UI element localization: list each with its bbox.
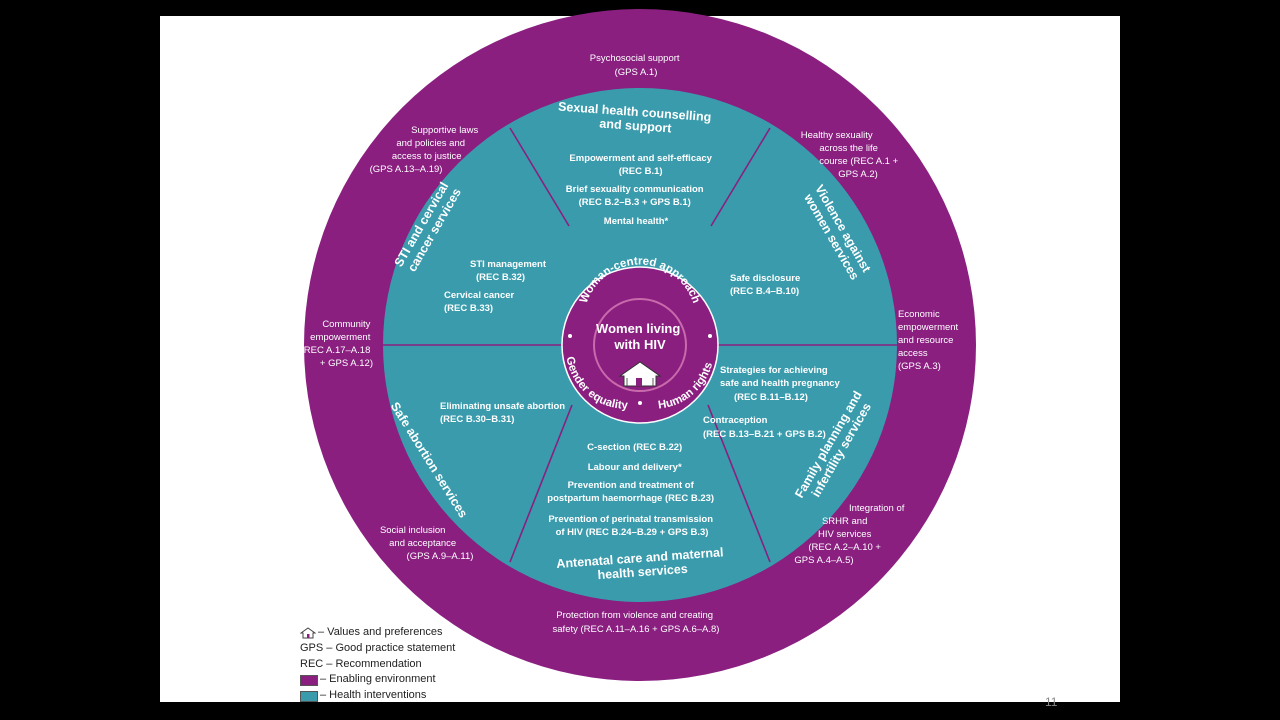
page-number: 11: [1045, 695, 1058, 709]
legend-label-health: – Health interventions: [320, 689, 427, 702]
family-planning-items: Strategies for achieving safe and health…: [703, 365, 842, 440]
supportive-laws-label: Supportive laws and policies and access …: [370, 125, 481, 175]
antenatal-items: C-section (REC B.22) Labour and delivery…: [547, 442, 716, 538]
purple-swatch: [300, 674, 318, 686]
legend-row-gps: GPS – Good practice statement: [300, 641, 455, 657]
legend: – Values and preferences GPS – Good prac…: [300, 625, 455, 704]
safe-abortion-items: Eliminating unsafe abortion (REC B.30–B.…: [440, 401, 568, 425]
economic-empowerment-label: Economic empowerment and resource access…: [898, 309, 961, 372]
sector-dividers: [383, 127, 897, 563]
healthy-sexuality-label: Healthy sexuality across the life course…: [801, 130, 901, 180]
social-inclusion-label: Social inclusion and acceptance (GPS A.9…: [380, 525, 474, 562]
legend-row-values: – Values and preferences: [300, 625, 455, 641]
protection-from-violence-label: Protection from violence and creating sa…: [553, 610, 720, 635]
center-title: Women living with HIV: [596, 321, 684, 352]
center-inner-circle: [593, 298, 687, 392]
legend-row-rec: REC – Recommendation: [300, 657, 455, 673]
legend-label-rec: REC – Recommendation: [300, 657, 422, 670]
ring-dot-bottom: [638, 401, 642, 405]
violence-items: Safe disclosure (REC B.4–B.10): [730, 273, 803, 297]
ring-dot-right: [708, 334, 712, 338]
psychosocial-support-label: Psychosocial support (GPS A.1): [590, 53, 682, 78]
community-empowerment-label: Community empowerment (REC A.17–A.18 + G…: [301, 319, 373, 369]
ring-dot-left: [568, 334, 572, 338]
legend-label-values: – Values and preferences: [318, 626, 443, 638]
legend-row-enabling: – Enabling environment: [300, 672, 455, 688]
sti-items: STI management (REC B.32) Cervical cance…: [444, 259, 549, 314]
integration-srhr-hiv-label: Integration of SRHR and HIV services (RE…: [794, 503, 907, 566]
teal-swatch: [300, 690, 318, 702]
values-preferences-house-icon: [618, 361, 662, 387]
legend-row-health: – Health interventions: [300, 688, 455, 704]
legend-label-enabling: – Enabling environment: [320, 673, 436, 686]
sexual-health-items: Empowerment and self-efficacy (REC B.1) …: [566, 153, 715, 227]
house-icon: [300, 627, 316, 639]
legend-label-gps: GPS – Good practice statement: [300, 641, 456, 654]
